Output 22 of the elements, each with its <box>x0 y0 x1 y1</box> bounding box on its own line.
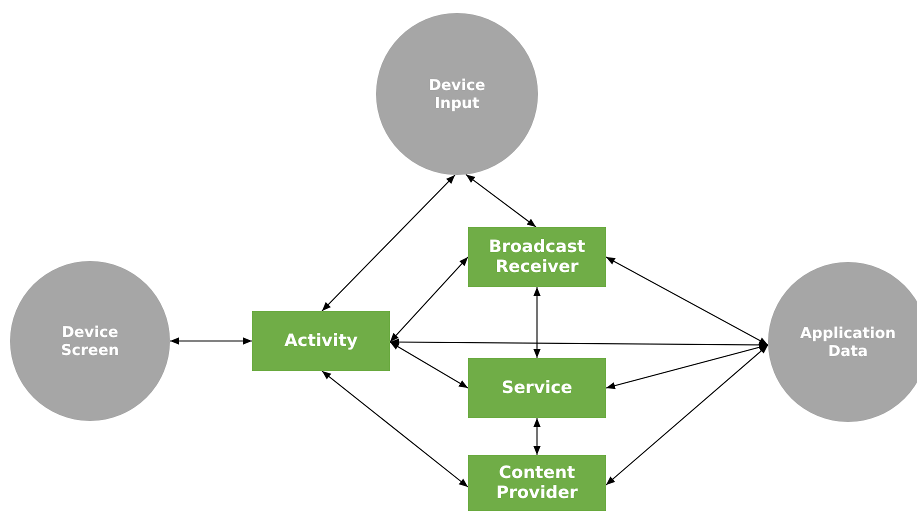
process-box <box>468 358 606 418</box>
arrow <box>606 344 768 486</box>
arrow <box>606 256 768 346</box>
node-label: Activity <box>283 331 359 351</box>
node-label: Content Provider <box>495 463 579 503</box>
node-label: Application Data <box>799 324 897 360</box>
node-label: Device Input <box>428 76 486 112</box>
arrow <box>533 287 541 358</box>
process-box <box>468 227 606 287</box>
process-box <box>468 455 606 511</box>
node-label: Device Screen <box>60 323 120 359</box>
node-label: Service <box>500 378 574 398</box>
arrow <box>170 337 252 345</box>
arrow <box>322 174 456 312</box>
arrow <box>606 344 768 390</box>
arrow <box>322 370 468 488</box>
arrow <box>533 418 541 455</box>
arrow <box>390 256 468 342</box>
node-label: Broadcast Receiver <box>488 237 586 277</box>
process-box <box>252 311 390 371</box>
arrow <box>390 342 468 388</box>
arrow <box>466 174 536 228</box>
